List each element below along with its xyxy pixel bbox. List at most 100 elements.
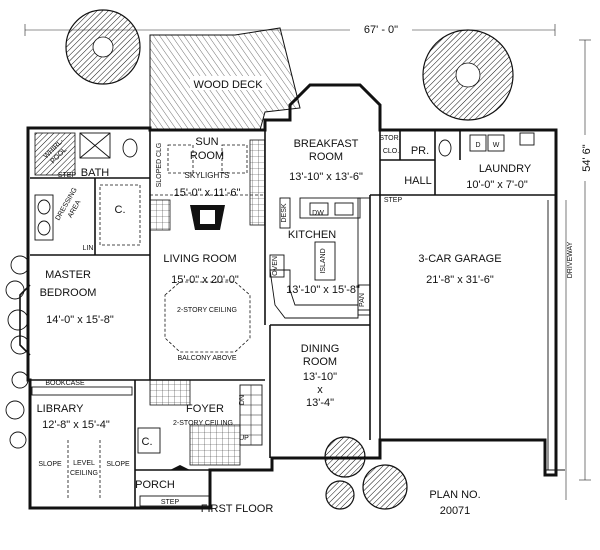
driveway-label: DRIVEWAY — [567, 241, 574, 278]
bookcase-label: BOOKCASE — [45, 380, 85, 387]
hall-label: HALL — [404, 175, 432, 187]
wood-deck-label: WOOD DECK — [193, 79, 263, 91]
kitchen-counter — [357, 197, 371, 311]
library-level-label: LEVEL — [73, 460, 95, 467]
powder-room-label: PR. — [411, 145, 429, 157]
plan-number: 20071 — [440, 505, 471, 517]
library-slope-left: SLOPE — [38, 461, 62, 468]
linen-label: LIN — [83, 245, 94, 252]
foyer-tile — [189, 424, 241, 466]
foyer-label: FOYER — [186, 403, 224, 415]
library-ceiling-label: CEILING — [70, 470, 98, 477]
pantry — [357, 284, 371, 316]
kitchen-counter — [299, 197, 361, 219]
toilet — [122, 138, 138, 158]
tree-icon — [422, 29, 514, 121]
pantry-label: PAN — [359, 293, 366, 307]
island-label: ISLAND — [320, 248, 327, 273]
depth-dimension-label: 54' 6" — [581, 144, 593, 172]
kitchen-label: KITCHEN — [288, 229, 336, 241]
kitchen-size: 13'-10" x 15'-8" — [286, 284, 360, 296]
dining-room-label: DINING — [301, 343, 340, 355]
desk — [279, 197, 291, 229]
width-dimension-label: 67' - 0" — [364, 24, 398, 36]
bay-window — [19, 284, 31, 356]
coat-closet — [137, 427, 161, 454]
shrub-icon — [324, 436, 408, 510]
laundry-sink — [519, 132, 535, 146]
dining-room-size-2: 13'-4" — [306, 397, 334, 409]
tile-floor — [149, 199, 171, 231]
garage-size: 21'-8" x 31'-6" — [426, 274, 494, 286]
tree-icon — [65, 9, 141, 85]
breakfast-label: BREAKFAST — [294, 138, 359, 150]
fireplace — [190, 205, 225, 230]
skylight — [167, 144, 194, 174]
closet-clo-label: CLO. — [383, 148, 399, 155]
vanity — [34, 194, 54, 241]
stairs — [239, 384, 263, 446]
skylights-label: SKYLIGHTS — [185, 171, 230, 180]
bath-label: BATH — [81, 167, 110, 179]
master-bedroom-label-2: BEDROOM — [40, 287, 97, 299]
foyer-tile — [149, 379, 191, 406]
dining-room-size-x: x — [317, 384, 323, 396]
whirlpool-tub — [34, 132, 76, 176]
living-room-size: 15'-0" x 20'-0" — [171, 274, 239, 286]
bush-icon — [5, 255, 30, 449]
living-room-label: LIVING ROOM — [163, 253, 236, 265]
sloped-ceiling-label: SLOPED CLG — [156, 143, 163, 188]
toilet — [438, 139, 452, 157]
laundry-step-label: STEP — [384, 197, 403, 204]
living-room-ceiling: 2-STORY CEILING — [177, 307, 237, 314]
porch-step-label: STEP — [161, 499, 180, 506]
storage-label: STOR. — [379, 135, 400, 142]
library-size: 12'-8" x 15'-4" — [42, 419, 110, 431]
closet-label: C. — [115, 204, 126, 216]
laundry-label: LAUNDRY — [479, 163, 532, 175]
balcony-label: BALCONY ABOVE — [177, 355, 236, 362]
porch-step — [139, 495, 211, 507]
master-bedroom-label: MASTER — [45, 269, 91, 281]
dishwasher-label: DW — [312, 210, 324, 217]
exterior-wall — [26, 83, 558, 510]
washer-label: W — [493, 142, 500, 149]
stairs-down-label: DN — [239, 395, 246, 405]
library-label: LIBRARY — [37, 403, 85, 415]
dining-room-size-1: 13'-10" — [303, 371, 337, 383]
foyer-ceiling-label: 2-STORY CEILING — [173, 420, 233, 427]
dining-room-label-2: ROOM — [303, 356, 337, 368]
kitchen-island — [314, 241, 336, 281]
floor-label: FIRST FLOOR — [201, 503, 274, 515]
dryer — [469, 134, 487, 152]
breakfast-size: 13'-10" x 13'-6" — [289, 171, 363, 183]
skylight — [221, 144, 248, 174]
library-slope-right: SLOPE — [106, 461, 130, 468]
coat-closet-label: C. — [142, 436, 153, 448]
laundry-size: 10'-0" x 7'-0" — [466, 179, 528, 191]
oven — [269, 254, 285, 278]
breakfast-label-2: ROOM — [309, 151, 343, 163]
two-story-opening — [164, 281, 251, 353]
sun-room-label-2: ROOM — [190, 150, 224, 162]
bookcase — [31, 386, 133, 396]
front-door — [170, 465, 190, 470]
oven-label: OVEN — [272, 256, 279, 276]
desk-label: DESK — [281, 203, 288, 222]
porch-label: PORCH — [135, 479, 175, 491]
sun-room-size: 15'-0" x 11'-6" — [174, 187, 241, 199]
sun-room-label: SUN — [195, 136, 218, 148]
dryer-label: D — [475, 142, 480, 149]
stairs-up-label: UP — [239, 435, 249, 442]
dressing-area-label: DRESSING AREA — [55, 187, 83, 222]
garage-label: 3-CAR GARAGE — [418, 253, 501, 265]
bath-step-label: STEP — [58, 172, 77, 179]
plan-number-label: PLAN NO. — [429, 489, 480, 501]
hearth-tile — [249, 139, 266, 226]
interior-walls — [30, 130, 556, 508]
master-bedroom-size: 14'-0" x 15'-8" — [46, 314, 114, 326]
shower — [79, 132, 111, 159]
depth-dimension: 54' 6" — [578, 39, 593, 481]
washer — [487, 134, 505, 152]
